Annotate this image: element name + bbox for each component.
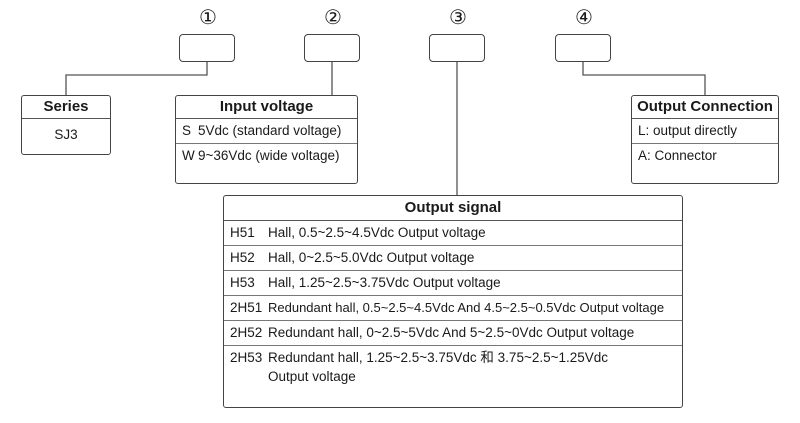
slot-number-4: ④ (575, 5, 593, 29)
output-signal-desc: Redundant hall, 0~2.5~5Vdc And 5~2.5~0Vd… (268, 325, 635, 340)
input-voltage-code: S (182, 123, 192, 138)
slot-box-1 (179, 34, 235, 62)
slot-box-4 (555, 34, 611, 62)
series-box: Series SJ3 (21, 95, 111, 155)
series-value: SJ3 (54, 127, 78, 142)
output-connection-box: Output Connection L: output directly A: … (631, 95, 779, 184)
input-voltage-title: Input voltage (176, 96, 357, 119)
output-signal-row: H51 Hall, 0.5~2.5~4.5Vdc Output voltage (224, 221, 682, 246)
output-signal-row: H52 Hall, 0~2.5~5.0Vdc Output voltage (224, 246, 682, 271)
output-signal-code: 2H53 (230, 350, 263, 365)
output-signal-row: 2H51 Redundant hall, 0.5~2.5~4.5Vdc And … (224, 296, 682, 321)
output-signal-code: H52 (230, 250, 255, 265)
output-signal-desc: Hall, 0.5~2.5~4.5Vdc Output voltage (268, 225, 486, 240)
output-connection-row: L: output directly (632, 119, 778, 144)
output-connection-title: Output Connection (632, 96, 778, 119)
slot-number-3: ③ (449, 5, 467, 29)
output-connection-desc: A: Connector (638, 148, 717, 163)
slot-number-1: ① (199, 5, 217, 29)
output-signal-code: 2H51 (230, 300, 263, 315)
output-connection-row: A: Connector (632, 144, 778, 168)
output-signal-row: 2H53 Redundant hall, 1.25~2.5~3.75Vdc 和 … (224, 346, 682, 388)
output-signal-box: Output signal H51 Hall, 0.5~2.5~4.5Vdc O… (223, 195, 683, 408)
connector-slot1-series (65, 62, 208, 95)
slot-box-3 (429, 34, 485, 62)
output-signal-desc: Redundant hall, 1.25~2.5~3.75Vdc 和 3.75~… (268, 350, 609, 384)
slot-number-2: ② (324, 5, 342, 29)
output-signal-row: 2H52 Redundant hall, 0~2.5~5Vdc And 5~2.… (224, 321, 682, 346)
input-voltage-row: S 5Vdc (standard voltage) (176, 119, 357, 144)
input-voltage-code: W (182, 148, 195, 163)
input-voltage-row: W 9~36Vdc (wide voltage) (176, 144, 357, 168)
output-signal-desc: Hall, 1.25~2.5~3.75Vdc Output voltage (268, 275, 501, 290)
series-value-row: SJ3 (22, 119, 110, 147)
output-signal-code: 2H52 (230, 325, 263, 340)
connector-slot4-connection (582, 62, 706, 95)
slot-box-2 (304, 34, 360, 62)
output-signal-desc: Hall, 0~2.5~5.0Vdc Output voltage (268, 250, 475, 265)
input-voltage-box: Input voltage S 5Vdc (standard voltage) … (175, 95, 358, 184)
output-signal-desc: Redundant hall, 0.5~2.5~4.5Vdc And 4.5~2… (268, 300, 665, 315)
output-signal-row: H53 Hall, 1.25~2.5~3.75Vdc Output voltag… (224, 271, 682, 296)
output-connection-desc: L: output directly (638, 123, 738, 138)
input-voltage-desc: 9~36Vdc (wide voltage) (198, 148, 340, 163)
output-signal-code: H53 (230, 275, 255, 290)
output-signal-title: Output signal (224, 196, 682, 221)
output-signal-code: H51 (230, 225, 255, 240)
input-voltage-desc: 5Vdc (standard voltage) (198, 123, 342, 138)
series-title: Series (22, 96, 110, 119)
